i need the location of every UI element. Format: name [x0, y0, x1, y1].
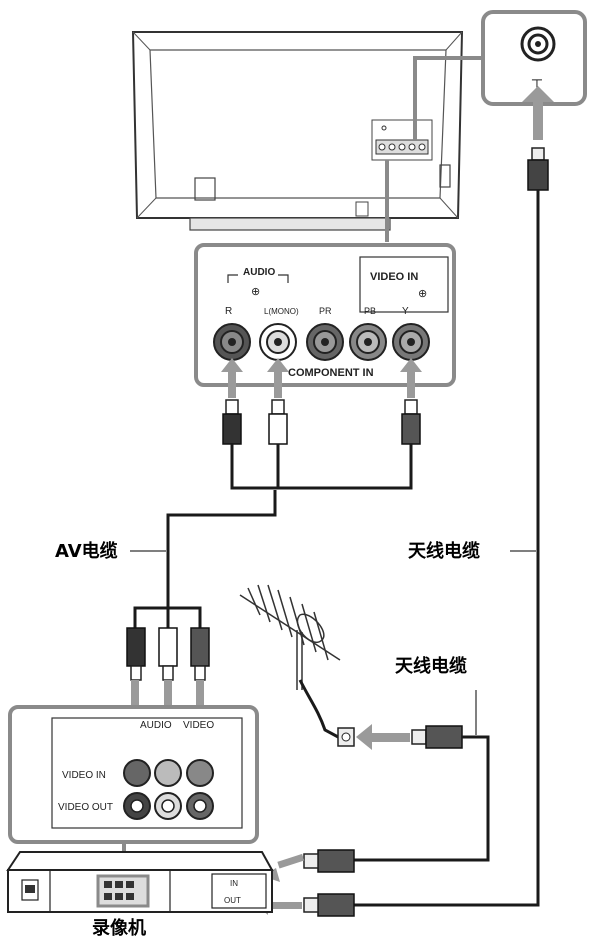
vcr-jack-audio-l[interactable] [154, 792, 182, 820]
tv-pr-label: PR [319, 306, 332, 316]
tv-jack-pr[interactable] [306, 323, 344, 361]
antenna-jack-label: ┬ [531, 71, 542, 89]
av-cable [133, 444, 413, 628]
tv-pb-label: PB [364, 306, 376, 316]
antenna-cable-right [354, 147, 549, 907]
vcr-out-label: OUT [224, 896, 241, 905]
vcr-video-in-label: VIDEO IN [62, 770, 106, 781]
antenna-short-cable [298, 679, 355, 747]
vcr-panel: AUDIO VIDEO VIDEO IN VIDEO OUT [8, 705, 259, 844]
vcr-video-label: VIDEO [183, 720, 214, 731]
tv-jack-pb[interactable] [349, 323, 387, 361]
tv-back [131, 31, 464, 231]
tv-video-in-label: VIDEO IN [370, 271, 418, 283]
antenna-cable-right-label: 天线电缆 [408, 540, 480, 562]
tv-component-label: COMPONENT IN [288, 367, 374, 379]
tv-y-label: Y [402, 306, 409, 317]
vcr-jack-video[interactable] [186, 792, 214, 820]
outdoor-antenna [239, 584, 341, 690]
vcr-rf-plugs [303, 849, 355, 917]
svg-text:⊕: ⊕ [418, 288, 427, 300]
svg-text:⊕: ⊕ [251, 286, 260, 298]
tv-input-panel: AUDIO ⊕ VIDEO IN ⊕ R L(MONO) PR PB Y [194, 243, 456, 387]
antenna-arrow-left [370, 733, 410, 742]
vcr-body: IN OUT [6, 851, 274, 913]
tv-jack-l[interactable] [259, 323, 297, 361]
vcr-audio-label: AUDIO [140, 720, 172, 731]
tv-audio-label: AUDIO [243, 267, 275, 278]
av-cable-lower-plugs [126, 627, 210, 681]
vcr-in-label: IN [230, 879, 238, 888]
antenna-cable-mid-label: 天线电缆 [395, 655, 467, 677]
antenna-cable-mid [354, 690, 490, 862]
antenna-arrow-up [533, 100, 543, 140]
av-cable-label: AV电缆 [55, 540, 118, 562]
tv-r-label: R [225, 306, 232, 317]
av-cable-upper-plugs [222, 399, 421, 445]
tv-input-arrows [221, 358, 422, 398]
tv-jack-r[interactable] [213, 323, 251, 361]
vcr-jack-audio-r[interactable] [123, 792, 151, 820]
tv-l-label: L(MONO) [264, 307, 299, 316]
tv-jack-y[interactable] [392, 323, 430, 361]
vcr-label: 录像机 [92, 918, 146, 939]
vcr-video-out-label: VIDEO OUT [58, 802, 113, 813]
